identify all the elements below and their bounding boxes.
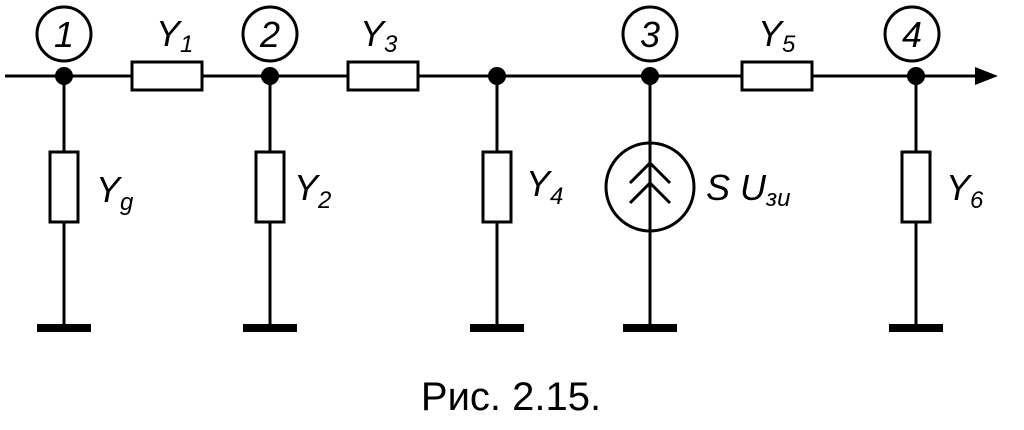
- admittance-y6: [900, 150, 932, 224]
- label-y4: Y4: [526, 163, 563, 210]
- admittance-y2: [254, 150, 286, 224]
- node-marker-3: 3: [621, 5, 679, 63]
- junction-dot: [488, 67, 506, 85]
- label-y5: Y5: [758, 13, 796, 58]
- label-y1: Y1: [156, 13, 193, 58]
- node-marker-2: 2: [241, 5, 299, 63]
- arrowhead-icon: [975, 67, 998, 85]
- label-y2: Y2: [294, 167, 331, 214]
- node-number: 2: [259, 14, 280, 55]
- admittance-y4: [481, 150, 513, 224]
- node-marker-4: 4: [883, 5, 941, 63]
- admittance-y5: [740, 60, 814, 92]
- label-source: S Uзи: [706, 167, 791, 212]
- label-yg: Yg: [96, 169, 134, 216]
- figure-caption: Рис. 2.15.: [421, 375, 601, 419]
- junction-dot: [907, 67, 925, 85]
- junction-dot: [641, 67, 659, 85]
- admittance-y1: [130, 60, 204, 92]
- node-number: 4: [902, 14, 922, 55]
- label-y6: Y6: [946, 167, 984, 214]
- node-marker-1: 1: [35, 5, 93, 63]
- node-number: 3: [640, 14, 660, 55]
- label-y3: Y3: [360, 13, 398, 58]
- admittance-yg: [48, 150, 80, 224]
- junction-dot: [261, 67, 279, 85]
- node-number: 1: [54, 14, 74, 55]
- admittance-y3: [346, 60, 420, 92]
- junction-dot: [55, 67, 73, 85]
- current-source-icon: [604, 141, 696, 233]
